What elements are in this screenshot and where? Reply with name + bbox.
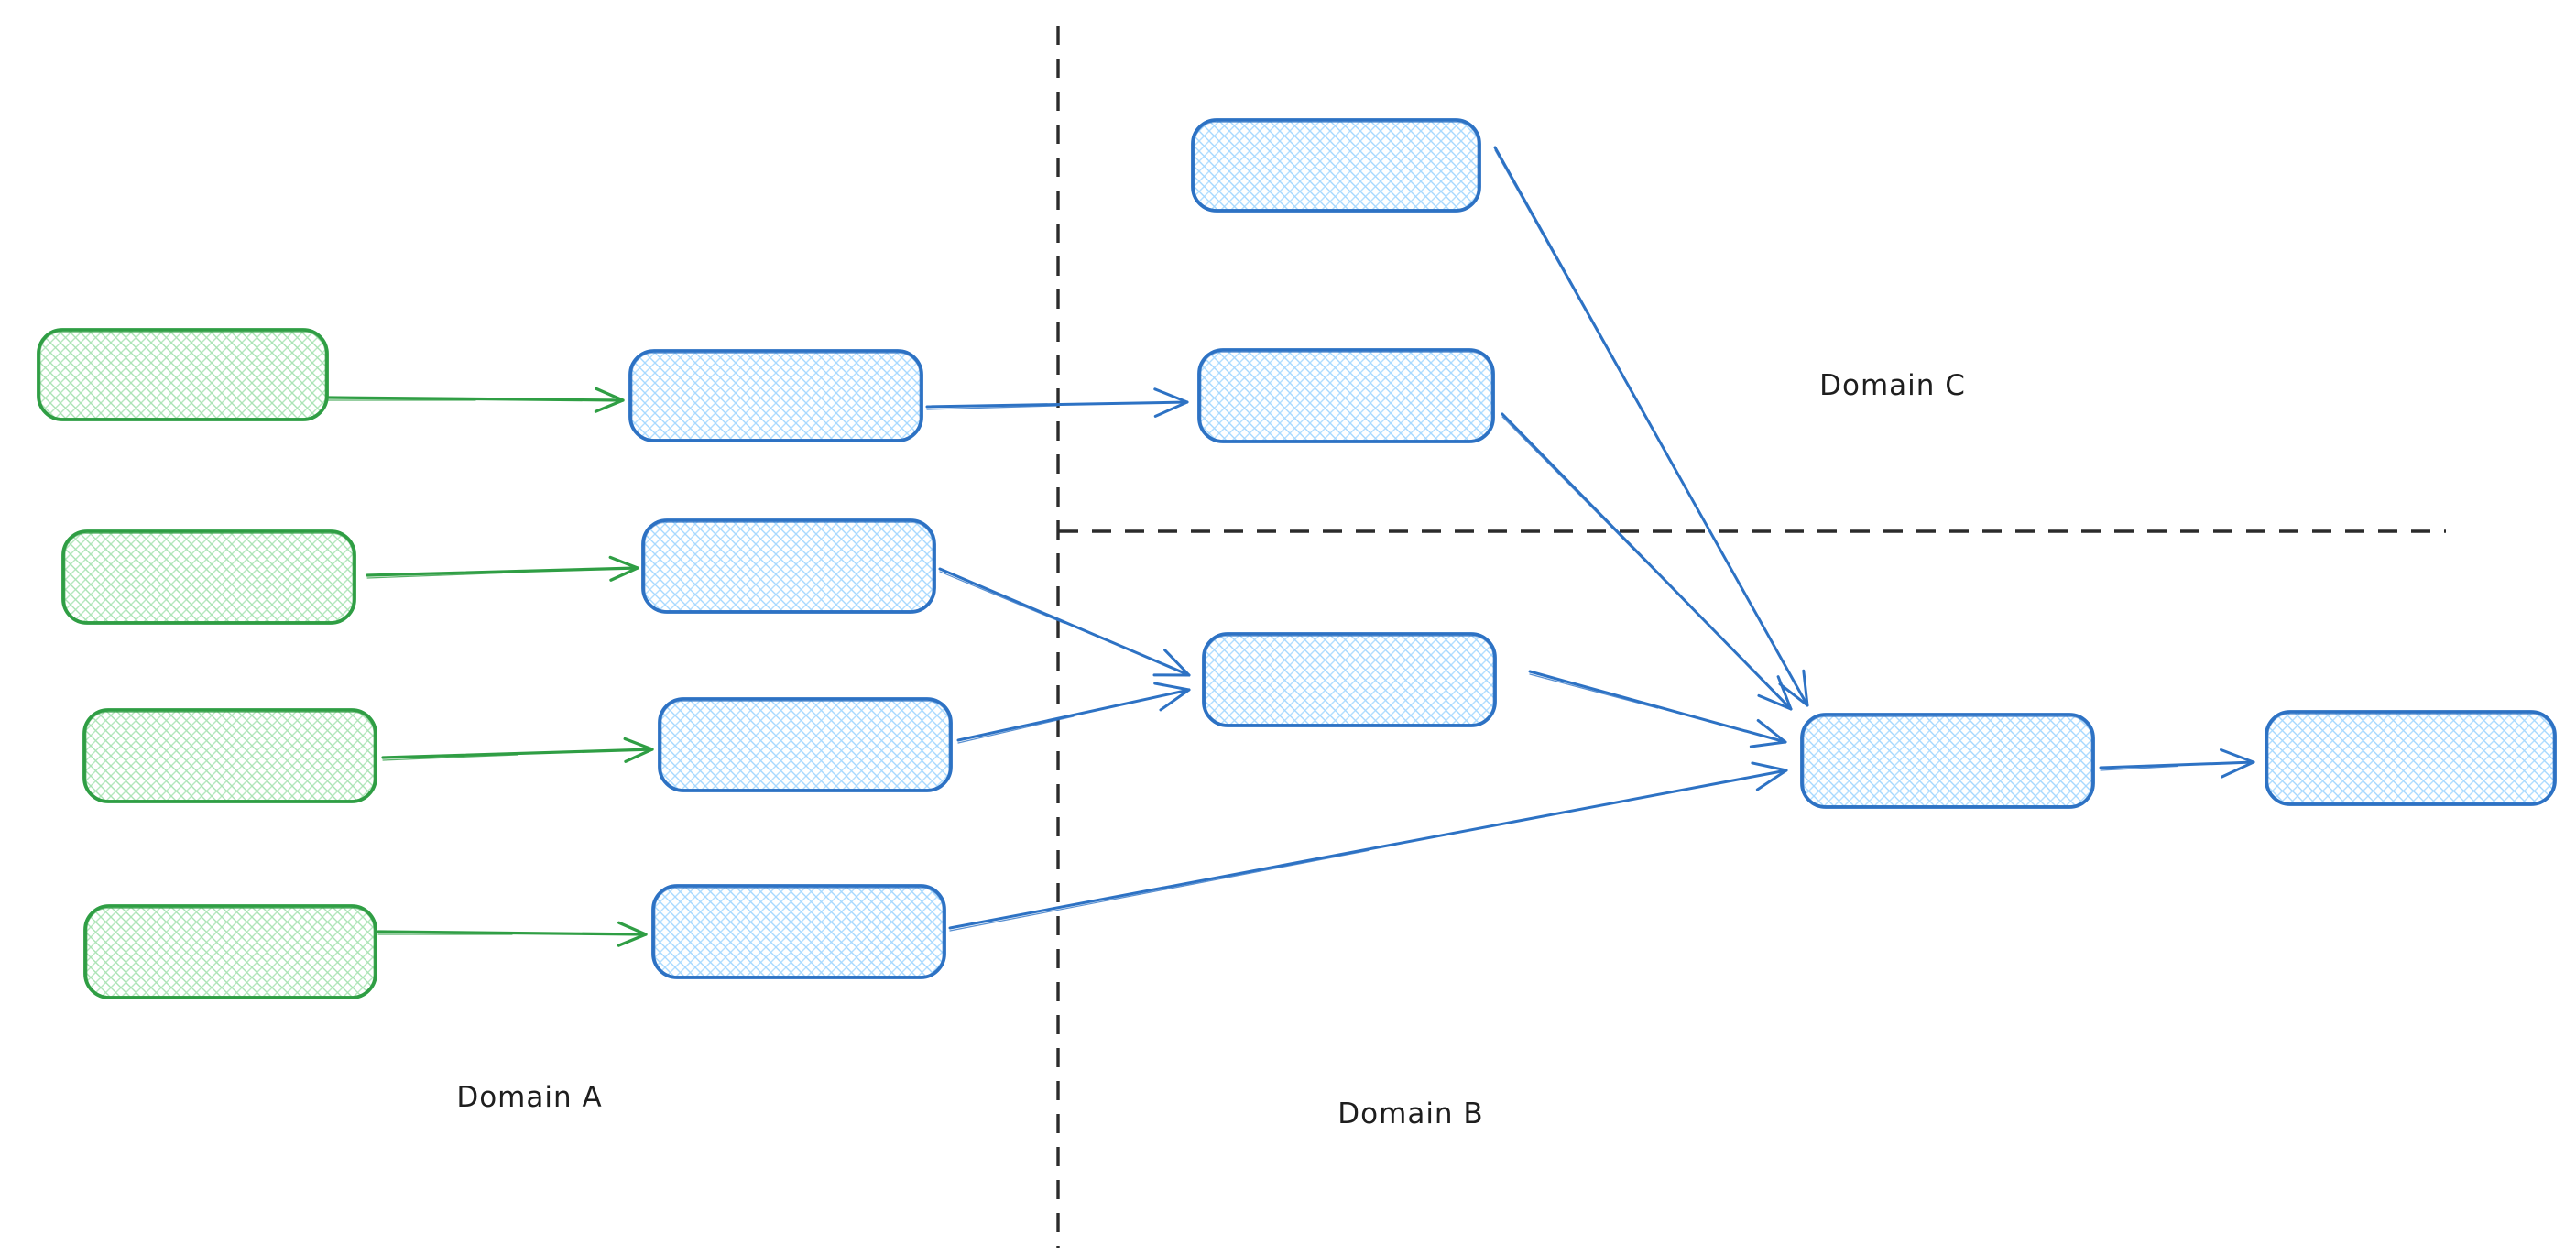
node-domain-c-out[interactable] <box>2265 710 2557 806</box>
arrow-green-2[interactable] <box>366 555 639 582</box>
node-domain-a-blue-3[interactable] <box>658 697 953 792</box>
arrow-blue-4[interactable] <box>948 761 1788 932</box>
label-domain-a[interactable]: Domain A <box>456 1081 603 1114</box>
arrow-green-1[interactable] <box>326 387 625 413</box>
arrow-green-4[interactable] <box>377 921 648 947</box>
node-domain-a-blue-4[interactable] <box>651 884 946 979</box>
label-domain-c[interactable]: Domain C <box>1819 369 1966 402</box>
node-domain-b-mid[interactable] <box>1197 348 1495 443</box>
arrow-blue-6[interactable] <box>1501 412 1793 711</box>
arrow-blue-2[interactable] <box>938 567 1191 677</box>
node-domain-a-blue-2[interactable] <box>641 518 936 614</box>
node-domain-b-low[interactable] <box>1202 632 1497 727</box>
arrow-blue-8[interactable] <box>2099 748 2255 779</box>
arrow-green-3[interactable] <box>381 737 654 763</box>
node-domain-a-green-1[interactable] <box>37 328 329 421</box>
node-domain-a-blue-1[interactable] <box>628 349 923 442</box>
node-domain-a-green-3[interactable] <box>82 708 377 803</box>
arrow-blue-3[interactable] <box>956 682 1191 744</box>
arrow-blue-7[interactable] <box>1528 670 1787 748</box>
arrow-blue-5[interactable] <box>1493 146 1809 707</box>
node-domain-a-green-4[interactable] <box>83 904 377 999</box>
node-domain-a-green-2[interactable] <box>61 529 356 625</box>
label-domain-b[interactable]: Domain B <box>1337 1097 1484 1130</box>
arrow-blue-1[interactable] <box>925 387 1189 418</box>
node-domain-c-hub[interactable] <box>1800 713 2095 809</box>
node-domain-b-top[interactable] <box>1191 118 1481 213</box>
